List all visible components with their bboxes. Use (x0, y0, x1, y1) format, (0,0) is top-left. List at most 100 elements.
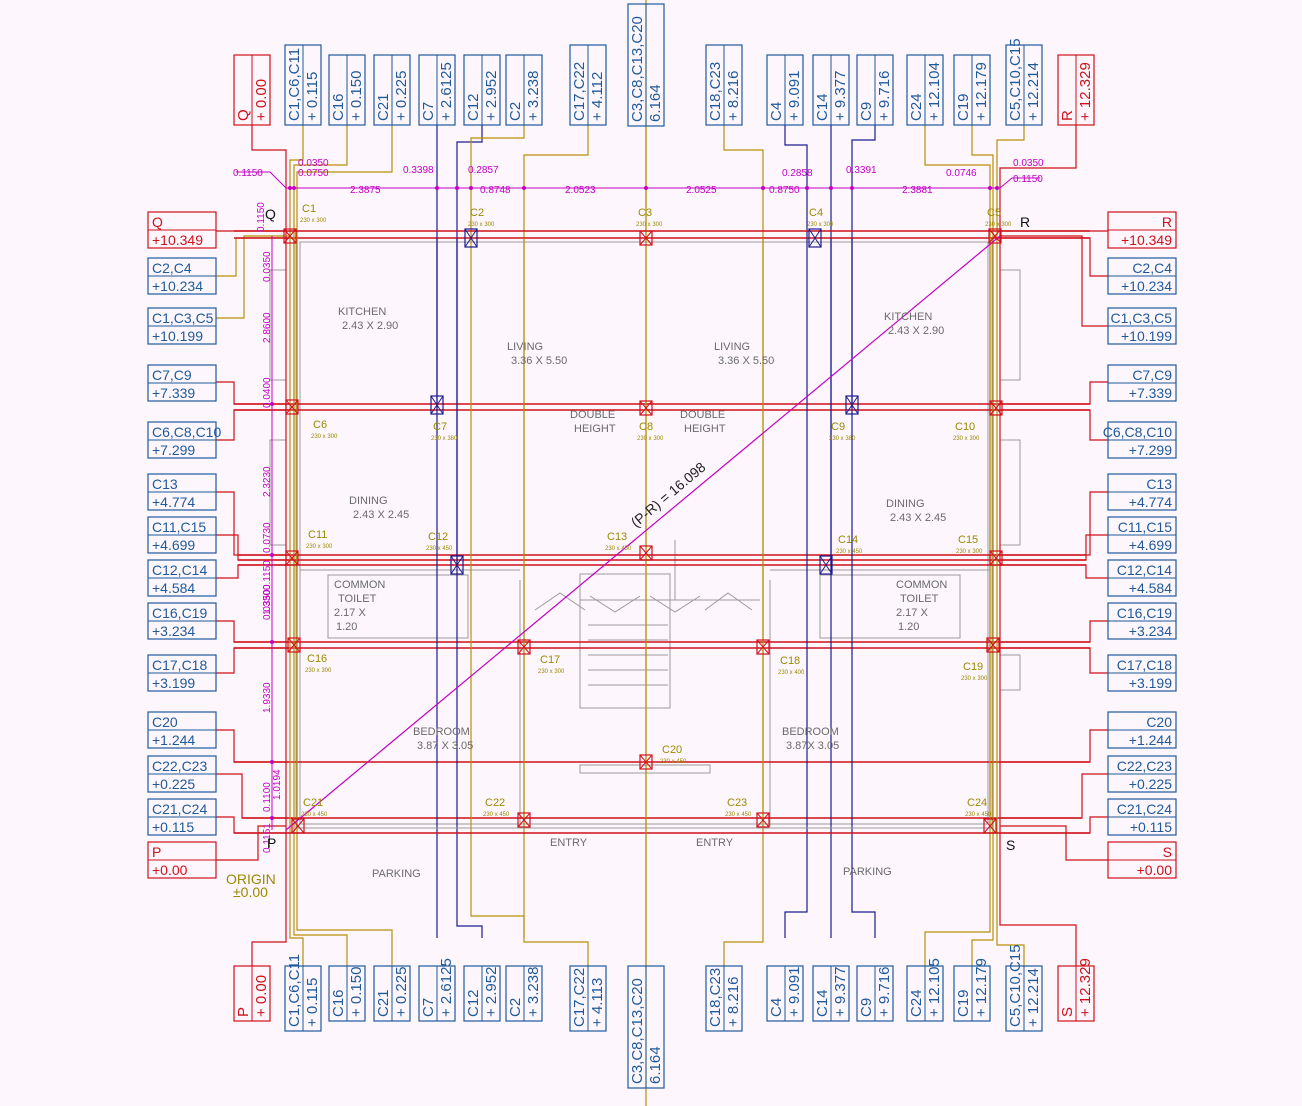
column-marker-box (285, 399, 299, 415)
column-size: 230 x 300 (807, 222, 834, 228)
column-marker-c19 (986, 637, 1000, 653)
top-box-value: + 0.225 (393, 71, 410, 121)
column-marker-cross (756, 639, 770, 655)
room-name: LIVING (714, 341, 750, 353)
top-box-r: R+ 12.329 (1057, 54, 1095, 126)
top-dimension-label: 0.1150 (233, 168, 263, 179)
right-box-name: C7,C9 (1132, 367, 1172, 383)
bottom-box-name: C4 (768, 998, 785, 1017)
left-box-value: +7.299 (152, 442, 195, 458)
left-box-value: +4.584 (152, 580, 195, 596)
toilet-size: 2.17 X (896, 607, 928, 619)
top-box-name: C9 (858, 102, 875, 121)
column-markers (283, 228, 1003, 834)
column-name: C7 (433, 421, 447, 433)
right-box-name: C20 (1146, 714, 1172, 730)
staircase (534, 540, 753, 686)
column-marker-c22 (517, 812, 531, 828)
column-marker-cross (808, 228, 822, 248)
left-box-value: +4.699 (152, 537, 195, 553)
top-dimension-label: 2.0525 (686, 185, 717, 196)
left-box-c1c3c5: C1,C3,C5+10.199 (147, 307, 217, 345)
right-box-value: +0.115 (1130, 819, 1172, 835)
bottom-box-c2: C2+ 3.238 (505, 965, 543, 1022)
top-dimension-label: 0.0750 (298, 168, 329, 179)
left-box-name: C21,C24 (152, 801, 207, 817)
room-name: BEDROOM (782, 726, 839, 738)
bottom-box-value: + 0.150 (348, 967, 365, 1017)
left-dimension-label: 0.0350 (262, 251, 273, 282)
column-size: 230 x 450 (965, 812, 992, 818)
top-box-c24: C24+ 12.104 (906, 54, 944, 126)
room-dims: TOILET (338, 593, 377, 605)
room-name: DINING (886, 498, 925, 510)
bottom-box-value: + 0.225 (393, 967, 410, 1017)
bottom-box-name: S (1059, 1007, 1076, 1017)
bottom-box-value: + 12.179 (973, 958, 990, 1017)
right-box-value: +4.699 (1129, 537, 1172, 553)
left-dimension-label: 0.0730 (262, 522, 273, 553)
right-box-name: C17,C18 (1117, 657, 1172, 673)
top-box-name: C3,C8,C13,C20 (629, 16, 646, 122)
room-dims: 2.43 X 2.90 (888, 325, 944, 337)
top-box-value: + 2.952 (483, 71, 500, 121)
column-size: 230 x 450 (725, 812, 752, 818)
left-dimension-label: 0.1151 (262, 823, 273, 853)
column-size: 230 x 300 (637, 436, 664, 442)
room-name: DINING (349, 495, 388, 507)
column-size: 230 x 450 (483, 812, 510, 818)
right-box-c22c23: C22,C23+0.225 (1107, 755, 1177, 793)
origin-label: ORIGIN (226, 871, 276, 887)
left-dimension-label: 0.0400 (262, 377, 273, 408)
bottom-box-name: C1,C6,C11 (286, 954, 303, 1027)
left-box-c16c19: C16,C19+3.234 (147, 602, 217, 640)
bottom-box-name: C18,C23 (707, 968, 724, 1027)
top-dimension-label: 2.0523 (565, 185, 596, 196)
origin-value: ±0.00 (233, 884, 268, 900)
top-box-value: + 3.238 (525, 71, 542, 121)
column-marker-c21 (291, 818, 305, 834)
column-marker-cross (639, 400, 653, 416)
top-box-c2: C2+ 3.238 (505, 54, 543, 126)
column-marker-box (639, 230, 653, 246)
column-name: C17 (540, 654, 560, 666)
toilet-size: 1.20 (336, 621, 357, 633)
room-dims: TOILET (900, 593, 939, 605)
bottom-box-s: S+ 12.329 (1057, 958, 1095, 1022)
bottom-box-name: C24 (908, 989, 925, 1017)
top-dimension-label: 0.8748 (480, 185, 511, 196)
right-box-r: R+10.349 (1107, 211, 1177, 249)
bottom-box-c18c23: C18,C23+ 8.216 (705, 965, 743, 1032)
column-marker-c12 (450, 555, 464, 575)
column-size: 230 x 450 (301, 812, 328, 818)
top-box-value: + 4.112 (589, 72, 606, 121)
column-marker-box (285, 550, 299, 566)
left-dimension-label: 2.3230 (262, 466, 273, 497)
left-box-value: +10.199 (152, 328, 203, 344)
top-box-c5c10c15: C5,C10,C15+ 12.214 (1005, 38, 1043, 126)
left-dimension-label: 0.1150 (256, 202, 267, 232)
column-marker-box (819, 555, 833, 575)
column-marker-box (639, 400, 653, 416)
column-marker-cross (983, 818, 997, 834)
column-marker-c16 (287, 637, 301, 653)
bottom-box-value: + 12.329 (1077, 958, 1094, 1017)
toilet-size: 2.17 X (334, 607, 366, 619)
left-box-name: C7,C9 (152, 367, 192, 383)
column-marker-box (430, 395, 444, 415)
column-marker-c9 (845, 395, 859, 415)
left-box-c12c14: C12,C14+4.584 (147, 559, 217, 597)
left-box-name: C13 (152, 476, 178, 492)
left-box-name: C20 (152, 714, 178, 730)
column-size: 230 x 450 (605, 546, 632, 552)
bottom-box-value: + 12.214 (1025, 968, 1042, 1027)
column-size: 230 x 380 (829, 436, 856, 442)
left-dimension-label: 0.1100 (262, 782, 273, 812)
column-marker-cross (430, 395, 444, 415)
column-marker-c1 (283, 228, 297, 244)
column-marker-box (517, 812, 531, 828)
right-box-c13: C13+4.774 (1107, 473, 1177, 511)
